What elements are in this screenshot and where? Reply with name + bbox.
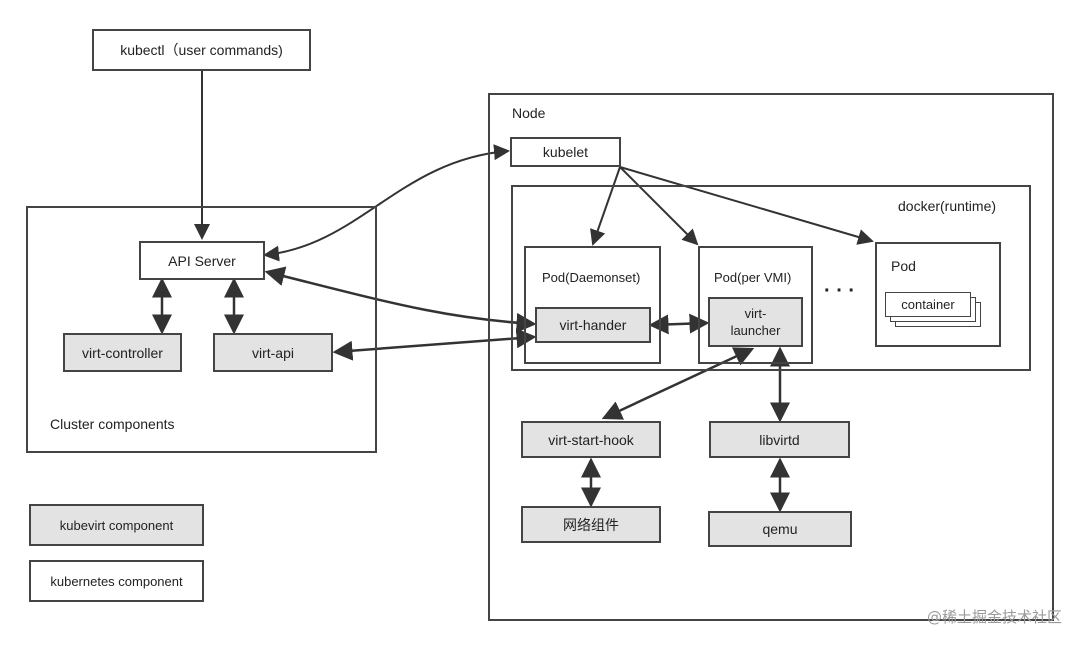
virt-controller-label: virt-controller <box>82 344 163 361</box>
node-group <box>488 93 1054 621</box>
legend-kubevirt: kubevirt component <box>29 504 204 546</box>
container-label: container <box>901 297 955 312</box>
qemu-label: qemu <box>762 521 798 537</box>
virt-launcher-label: virt- launcher <box>730 306 781 338</box>
virt-handler-box: virt-hander <box>535 307 651 343</box>
pod-label: Pod <box>891 258 916 274</box>
virt-controller-box: virt-controller <box>63 333 182 372</box>
legend-kubernetes-label: kubernetes component <box>50 573 183 589</box>
legend-kubevirt-label: kubevirt component <box>59 517 174 533</box>
qemu-box: qemu <box>708 511 852 547</box>
cluster-components-label: Cluster components <box>50 416 175 432</box>
virt-api-label: virt-api <box>251 344 294 361</box>
pod-per-vmi-box <box>698 246 813 364</box>
pod-per-vmi-label: Pod(per VMI) <box>714 270 792 285</box>
node-label: Node <box>512 105 546 121</box>
kubelet-label: kubelet <box>542 144 589 160</box>
kubectl-label: kubectl（user commands) <box>120 42 283 58</box>
virt-handler-label: virt-hander <box>559 317 627 333</box>
kubectl-box: kubectl（user commands) <box>92 29 311 71</box>
virt-start-hook-label: virt-start-hook <box>548 431 634 448</box>
pod-box <box>875 242 1001 347</box>
libvirtd-label: libvirtd <box>759 431 800 448</box>
pod-daemonset-box <box>524 246 661 364</box>
pod-ellipsis: · · · <box>824 280 856 302</box>
virt-start-hook-box: virt-start-hook <box>521 421 661 458</box>
virt-api-box: virt-api <box>213 333 333 372</box>
kubelet-box: kubelet <box>510 137 621 167</box>
container-box: container <box>885 292 971 317</box>
api-server-label: API Server <box>168 252 236 269</box>
network-component-label: 网络组件 <box>563 517 619 534</box>
cluster-components-group <box>26 206 377 453</box>
docker-runtime-group <box>511 185 1031 371</box>
docker-runtime-label: docker(runtime) <box>898 198 997 214</box>
watermark: @稀土掘金技术社区 <box>926 608 1062 626</box>
legend-kubernetes: kubernetes component <box>29 560 204 602</box>
libvirtd-box: libvirtd <box>709 421 850 458</box>
network-component-box: 网络组件 <box>521 506 661 543</box>
virt-launcher-box: virt- launcher <box>708 297 803 347</box>
api-server-box: API Server <box>139 241 265 280</box>
pod-daemonset-label: Pod(Daemonset) <box>542 270 641 285</box>
